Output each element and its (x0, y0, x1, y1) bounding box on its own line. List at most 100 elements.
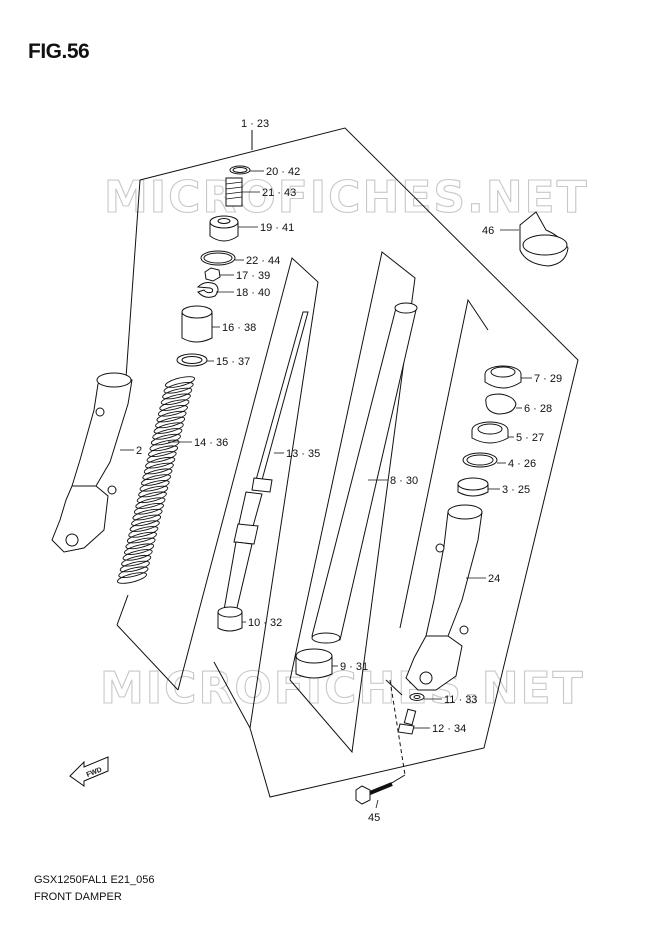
o-ring-part-20-inner (232, 167, 248, 173)
spring-coil (132, 508, 163, 521)
bolt-boss-left-2 (107, 485, 117, 495)
callout-1-23: 1 · 23 (241, 118, 269, 130)
damper-rod-collar (251, 477, 273, 493)
damper-rod-piston (233, 523, 259, 545)
spring-coil (152, 428, 183, 440)
callout-6-28: 6 · 28 (524, 403, 552, 415)
outer-tube-part-24 (425, 506, 483, 640)
callout-22-44: 22 · 44 (246, 255, 280, 267)
slide-bushing-top (295, 648, 333, 664)
o-ring-part-22-inner (203, 252, 233, 264)
adjuster-threads (225, 181, 243, 200)
spring-coil (155, 416, 186, 429)
spring-coil (156, 410, 187, 423)
bolt-boss-right-1 (435, 543, 445, 553)
spring-coil (128, 526, 159, 538)
watermark-top: MICROFICHES.NET (104, 172, 589, 223)
rod-group-frame (177, 257, 319, 730)
dust-seal-inner (490, 366, 516, 378)
right-group-frame (399, 298, 489, 629)
spring-coil (160, 393, 191, 406)
spring-coil (145, 456, 176, 469)
callout-45: 45 (368, 812, 380, 824)
callout-7-29: 7 · 29 (534, 373, 562, 385)
spring-coil (150, 433, 181, 446)
spring-coil (116, 572, 148, 584)
axle-hole-right (419, 671, 433, 685)
spring-coil (157, 405, 188, 417)
callout-5-27: 5 · 27 (516, 432, 544, 444)
spring-coil (118, 566, 149, 578)
spring-coil (131, 514, 162, 527)
callout-18-40: 18 · 40 (236, 287, 270, 299)
callout-labels: 1 · 23 20 · 42 21 · 43 19 · 41 22 · 44 1… (136, 118, 562, 824)
callout-12-34: 12 · 34 (432, 723, 466, 735)
outer-frame-line (139, 127, 579, 798)
spring-coil (126, 531, 157, 544)
oil-seal-inner (477, 423, 503, 435)
oil-seal-body (471, 430, 509, 444)
spring-coil (136, 491, 167, 504)
spring-coil (142, 468, 173, 480)
callout-4-26: 4 · 26 (508, 458, 536, 470)
bolt-boss-right-2 (459, 625, 469, 635)
cap-bolt-hole (217, 218, 231, 224)
dust-seal-body (484, 374, 522, 389)
spring-coil (119, 560, 150, 573)
spacer-top (181, 305, 213, 319)
snap-ring-part-6 (485, 393, 517, 415)
spring-coil (162, 387, 193, 400)
callout-8-30: 8 · 30 (390, 475, 418, 487)
spring-coil (140, 474, 172, 486)
spring-coil (135, 497, 166, 509)
bushing-part-10-top (217, 606, 243, 618)
axle-bolt-part-45 (355, 785, 371, 805)
spring-coil (143, 462, 174, 475)
outer-tube-right-top (447, 504, 483, 520)
assembly-name: FRONT DAMPER (34, 891, 122, 903)
callout-16-38: 16 · 38 (222, 322, 256, 334)
washer-part-15-inner (181, 356, 203, 364)
outer-tube-part-2 (71, 376, 133, 490)
damper-rod-tail (223, 541, 253, 613)
axle-bolt-shaft (369, 782, 393, 795)
spring-coil (139, 480, 170, 492)
callout-14-36: 14 · 36 (194, 437, 228, 449)
spring-part-14 (116, 376, 196, 584)
spring-coil (124, 543, 155, 555)
outer-frame-left-join (116, 624, 179, 691)
callout-24: 24 (488, 573, 500, 585)
callout-46: 46 (482, 225, 494, 237)
inner-tube-top (394, 302, 418, 314)
spring-coil (148, 445, 179, 457)
right-group-lower-line (385, 679, 403, 696)
callout-10-32: 10 · 32 (248, 617, 282, 629)
axle-hole-left (65, 533, 79, 547)
spring-coil (164, 376, 196, 388)
callout-3-25: 3 · 25 (502, 484, 530, 496)
guard-ring (522, 234, 568, 256)
nut-part-17 (204, 267, 221, 282)
figure-title: FIG.56 (28, 40, 90, 63)
leader-lines (120, 170, 532, 809)
spring-coil (122, 549, 153, 561)
guide-bushing-top (457, 477, 489, 491)
outer-tube-left-top (96, 372, 132, 388)
cylinder-group-frame (289, 251, 416, 754)
spring-coil (138, 485, 169, 498)
bolt-part-12-head (397, 723, 415, 735)
bolt-part-12 (403, 708, 417, 726)
callout-15-37: 15 · 37 (216, 356, 250, 368)
callout-20-42: 20 · 42 (266, 166, 300, 178)
outer-tube-left-foot (51, 485, 109, 553)
spring-coil (153, 422, 184, 434)
callout-11-33: 11 · 33 (444, 694, 477, 706)
outer-frame-left-bottom (116, 594, 129, 626)
callout-17-39: 17 · 39 (236, 270, 270, 282)
spring-coil (159, 399, 190, 411)
spring-coil (129, 520, 160, 532)
callout-21-43: 21 · 43 (262, 187, 296, 199)
callout-2: 2 (136, 445, 142, 457)
spring-coil (121, 554, 152, 567)
